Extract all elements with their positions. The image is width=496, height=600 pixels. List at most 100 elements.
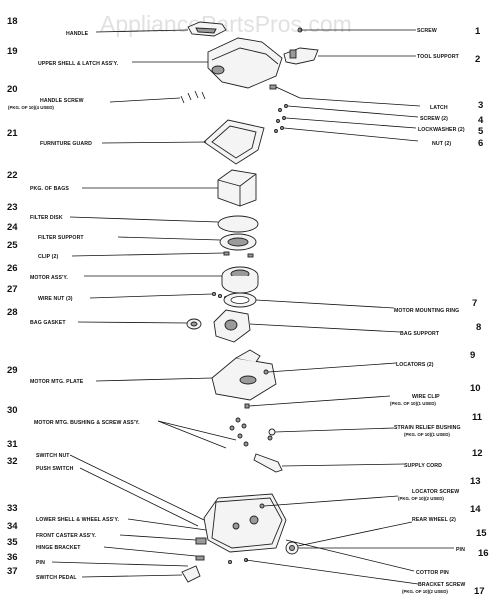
callout-number: 22 <box>7 170 18 181</box>
callout-label: PIN <box>456 547 465 553</box>
callout-clip: 25 CLIP (2) <box>7 240 58 260</box>
callout-number: 4 <box>478 115 484 126</box>
callout-motor: 26 MOTOR ASS'Y. <box>7 263 68 281</box>
callout-number: 10 <box>470 383 481 394</box>
callout-label: WIRE CLIP <box>412 394 440 400</box>
callout-number: 16 <box>478 548 489 559</box>
callout-sub: (PKG. OF 10)(2 USED) <box>402 589 448 594</box>
callout-label: TOOL SUPPORT <box>417 54 460 60</box>
bags-drawing <box>217 169 257 207</box>
callout-switch-nut: 31 SWITCH NUT <box>7 439 70 459</box>
upper-shell-drawing <box>207 37 283 89</box>
callout-label: LOCKWASHER (2) <box>418 127 465 133</box>
watermark: AppliancePartsPros.com <box>100 11 352 37</box>
callout-number: 2 <box>475 54 480 65</box>
callout-number: 34 <box>7 521 18 532</box>
callout-pin-left: 36 PIN <box>7 552 45 566</box>
callout-filter-disk: 23 FILTER DISK <box>7 202 63 221</box>
callout-number: 21 <box>7 128 18 139</box>
motor-mtg-bushing-drawing <box>229 417 249 447</box>
callout-number: 30 <box>7 405 18 416</box>
callout-label: PUSH SWITCH <box>36 466 74 472</box>
callout-number: 11 <box>472 412 483 423</box>
callout-bag-gasket: 28 BAG GASKET <box>7 307 66 326</box>
callout-label: LOCATOR SCREW <box>412 489 459 495</box>
callout-label: LOCATORS (2) <box>396 362 434 368</box>
callout-number: 31 <box>7 439 18 450</box>
callout-sub: (PKG. OF 10)(1 USED) <box>404 432 450 437</box>
callout-label: PIN <box>36 560 45 566</box>
callout-number: 37 <box>7 566 18 577</box>
callout-number: 25 <box>7 240 18 251</box>
callout-label: MOTOR MTG. BUSHING & SCREW ASS'Y. <box>34 420 140 426</box>
callout-number: 13 <box>470 476 481 487</box>
callout-number: 28 <box>7 307 18 318</box>
callout-number: 33 <box>7 503 18 514</box>
callout-label: STRAIN RELIEF BUSHING <box>394 425 461 431</box>
callout-pkg-of-bags: 22 PKG. OF BAGS <box>7 170 69 192</box>
callout-number: 17 <box>474 586 485 597</box>
switch-pedal-drawing <box>181 555 205 583</box>
callout-upper-shell: 19 UPPER SHELL & LATCH ASS'Y. <box>7 46 119 67</box>
callout-number: 7 <box>472 298 477 309</box>
callout-number: 14 <box>470 504 481 515</box>
callout-number: 35 <box>7 537 18 548</box>
callout-handle: 18 HANDLE <box>7 16 89 37</box>
motor-mounting-ring-drawing <box>223 292 257 308</box>
callout-supply-cord: 12 SUPPLY CORD <box>404 448 483 469</box>
callout-number: 24 <box>7 222 18 233</box>
filter-disk-drawing <box>217 215 259 233</box>
callout-number: 15 <box>476 528 487 539</box>
callout-label: LOWER SHELL & WHEEL ASS'Y. <box>36 517 119 523</box>
motor-drawing <box>221 266 259 294</box>
callout-number: 18 <box>7 16 18 27</box>
filter-support-drawing <box>219 233 257 251</box>
callout-label: UPPER SHELL & LATCH ASS'Y. <box>38 61 119 67</box>
callout-label: MOTOR MTG. PLATE <box>30 379 84 385</box>
callout-label: BAG GASKET <box>30 320 66 326</box>
callout-wire-clip: 10 WIRE CLIP (PKG. OF 10)(1 USED) <box>390 383 481 406</box>
callout-number: 12 <box>472 448 483 459</box>
latch-drawing <box>269 84 277 90</box>
callout-cottor-pin: COTTOR PIN <box>416 570 449 576</box>
bag-support-drawing <box>213 309 251 343</box>
callout-locator-screw: 13 LOCATOR SCREW (PKG. OF 10)(2 USED) <box>398 476 481 501</box>
furniture-guard-drawing <box>203 119 265 165</box>
callout-lockwasher: LOCKWASHER (2) 5 <box>418 126 484 137</box>
bracket-screws-drawing <box>227 557 249 565</box>
front-caster-drawing <box>195 537 207 545</box>
callout-label: MOTOR MOUNTING RING <box>394 308 459 314</box>
callout-label: SCREW <box>417 28 437 34</box>
callout-label: FILTER SUPPORT <box>38 235 84 241</box>
rear-wheel-drawing <box>285 541 299 555</box>
callout-number: 23 <box>7 202 18 213</box>
callout-number: 3 <box>478 100 483 111</box>
part-drawings <box>180 21 319 583</box>
callout-label: HANDLE SCREW <box>40 98 84 104</box>
callout-number: 26 <box>7 263 18 274</box>
callout-sub: (PKG. OF 10)(2 USED) <box>398 496 444 501</box>
callout-number: 20 <box>7 84 18 95</box>
callout-label: BAG SUPPORT <box>400 331 440 337</box>
callout-wire-nut: 27 WIRE NUT (3) <box>7 284 73 302</box>
callout-number: 32 <box>7 456 18 467</box>
screw-lockwasher-nut-drawing <box>274 104 288 133</box>
callout-handle-screw: 20 HANDLE SCREW (PKG. OF 10)(4 USED) <box>7 84 84 110</box>
callout-label: CLIP (2) <box>38 254 58 260</box>
callout-number: 27 <box>7 284 18 295</box>
callout-pin: PIN 16 <box>456 547 489 559</box>
callout-switch-pedal: 37 SWITCH PEDAL <box>7 566 77 581</box>
wire-clip-drawing <box>244 403 250 409</box>
callout-label: HANDLE <box>66 31 89 37</box>
callout-screw-2: SCREW (2) 4 <box>420 115 484 126</box>
callout-number: 36 <box>7 552 18 563</box>
tool-support-drawing <box>283 47 319 65</box>
motor-mtg-plate-drawing <box>211 349 277 401</box>
callout-rear-wheel: 14 REAR WHEEL (2) <box>412 504 481 523</box>
callout-push-switch: 32 PUSH SWITCH <box>7 456 74 472</box>
callout-number: 5 <box>478 126 484 137</box>
callout-hinge-bracket: 35 HINGE BRACKET <box>7 537 81 551</box>
callout-lower-shell: 33 LOWER SHELL & WHEEL ASS'Y. <box>7 503 119 523</box>
callout-label: MOTOR ASS'Y. <box>30 275 68 281</box>
